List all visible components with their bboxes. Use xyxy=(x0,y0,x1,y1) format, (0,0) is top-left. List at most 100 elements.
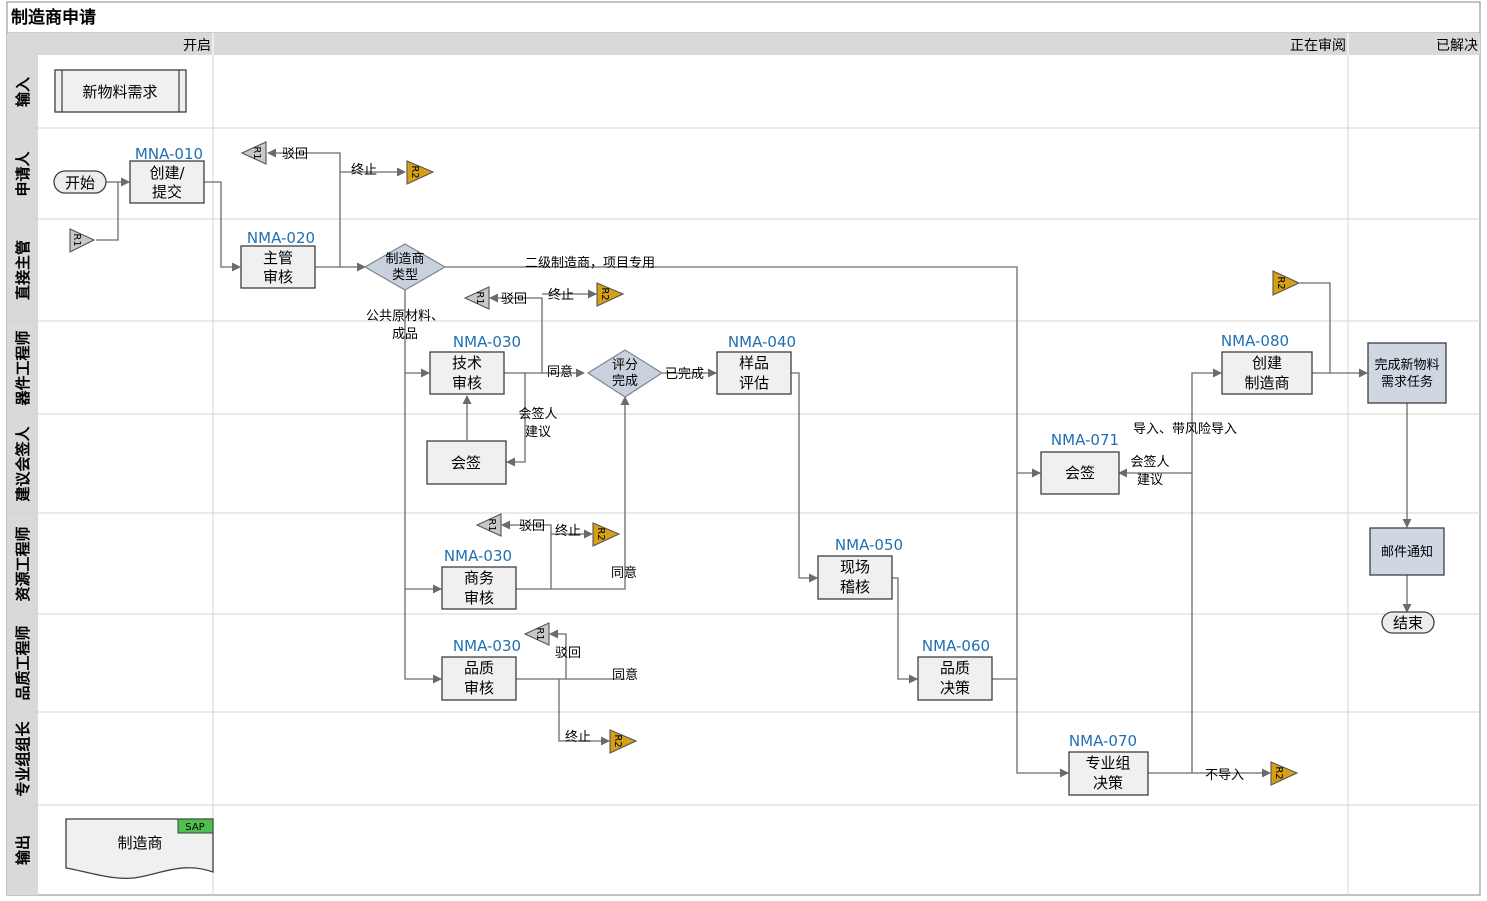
edges xyxy=(96,148,1412,778)
label-terminate-business: 终止 xyxy=(555,523,581,539)
ref-r1-start[interactable]: R1 xyxy=(69,228,96,253)
ref-r2-label: R2 xyxy=(409,165,420,178)
input-document-node[interactable]: 新物料需求 xyxy=(54,69,187,113)
task-nma050-line1: 现场 xyxy=(840,558,870,576)
label-public-line2: 成品 xyxy=(392,327,418,342)
task-nma050-code: NMA-050 xyxy=(835,536,903,554)
decision-manufacturer-type-line1: 制造商 xyxy=(385,252,424,267)
task-complete-line2: 需求任务 xyxy=(1381,374,1433,390)
ref-r1-tech-reject[interactable]: R1 xyxy=(463,286,490,310)
task-nma020-code: NMA-020 xyxy=(247,229,315,247)
ref-r1-label: R1 xyxy=(534,627,545,640)
edge-r1-to-mna010 xyxy=(96,182,119,241)
label-terminate-applicant: 终止 xyxy=(351,162,377,178)
edge-quality-reject xyxy=(549,629,567,679)
task-nma071-code: NMA-071 xyxy=(1051,431,1119,449)
phase-resolved: 已解决 xyxy=(1436,38,1478,54)
label-done: 已完成 xyxy=(665,367,704,382)
ref-r1-label: R1 xyxy=(474,291,485,304)
task-nma040-line2: 评估 xyxy=(739,374,769,392)
sap-badge-label: SAP xyxy=(185,822,204,833)
lane-label-countersigner: 建议会签人 xyxy=(14,426,32,502)
task-nma040[interactable]: NMA-040 样品 评估 xyxy=(716,333,796,395)
label-reject-tech: 驳回 xyxy=(501,292,527,307)
task-nma020[interactable]: NMA-020 主管 审核 xyxy=(240,229,316,289)
end-node[interactable]: 结束 xyxy=(1381,611,1435,634)
edge-nma050-to-nma060 xyxy=(892,577,918,684)
task-email-label: 邮件通知 xyxy=(1381,544,1433,560)
ref-r1-applicant-reject[interactable]: R1 xyxy=(240,141,267,165)
ref-r2-applicant-terminate[interactable]: R2 xyxy=(406,160,435,185)
diagram-title: 制造商申请 xyxy=(11,7,96,28)
task-nma030-quality[interactable]: NMA-030 品质 审核 xyxy=(441,637,521,701)
task-nma030-technical-code: NMA-030 xyxy=(453,333,521,351)
task-nma050[interactable]: NMA-050 现场 稽核 xyxy=(817,536,903,600)
ref-r1-label: R1 xyxy=(486,518,497,531)
edge-tech-reject xyxy=(489,293,543,373)
decision-manufacturer-type[interactable]: 制造商 类型 xyxy=(363,243,447,291)
lane-label-device-engineer: 器件工程师 xyxy=(14,330,32,406)
ref-r1-label: R1 xyxy=(251,146,262,159)
edge-mna010-to-nma020 xyxy=(204,181,241,272)
task-nma080[interactable]: NMA-080 创建 制造商 xyxy=(1221,332,1313,395)
lane-label-resource-engineer: 资源工程师 xyxy=(14,526,32,601)
label-countersign-071-line2: 建议 xyxy=(1137,473,1163,488)
ref-r2-label: R2 xyxy=(1273,766,1284,779)
task-countersign[interactable]: 会签 xyxy=(426,440,507,485)
task-complete-new-material[interactable]: 完成新物料 需求任务 xyxy=(1367,342,1447,404)
label-import: 导入、带风险导入 xyxy=(1133,422,1237,437)
decision-scoring-complete[interactable]: 评分 完成 xyxy=(586,349,664,398)
task-nma080-line2: 制造商 xyxy=(1244,374,1289,392)
label-second-tier: 二级制造商，项目专用 xyxy=(525,256,655,271)
edge-labels: 驳回 终止 二级制造商，项目专用 公共原材料、 成品 驳回 终止 同意 会签人 … xyxy=(282,147,1244,783)
output-document-label: 制造商 xyxy=(117,834,162,852)
output-document-node[interactable]: 制造商 SAP xyxy=(65,818,214,879)
task-nma071-label: 会签 xyxy=(1065,464,1095,482)
task-nma080-line1: 创建 xyxy=(1252,354,1282,372)
edge-import xyxy=(1191,368,1222,773)
task-nma030-business[interactable]: NMA-030 商务 审核 xyxy=(441,547,517,610)
edge-business-agree xyxy=(516,396,630,590)
sap-badge xyxy=(177,818,214,834)
ref-r2-business-terminate[interactable]: R2 xyxy=(592,522,621,547)
ref-r1-label: R1 xyxy=(71,233,82,246)
lane-header-column xyxy=(7,55,38,895)
ref-r2-complete[interactable]: R2 xyxy=(1272,270,1301,296)
task-nma070-line2: 决策 xyxy=(1093,774,1123,792)
task-mna010[interactable]: MNA-010 创建/ 提交 xyxy=(129,145,205,204)
ref-r2-tech-terminate[interactable]: R2 xyxy=(596,282,625,307)
task-nma030-technical-line2: 审核 xyxy=(452,374,482,392)
ref-r1-quality-reject[interactable]: R1 xyxy=(523,622,550,646)
lane-label-group-leader: 专业组组长 xyxy=(14,721,32,797)
task-mna010-line2: 提交 xyxy=(152,183,182,201)
task-nma040-code: NMA-040 xyxy=(728,333,796,351)
task-nma020-line1: 主管 xyxy=(263,249,293,267)
label-agree-quality: 同意 xyxy=(612,667,638,683)
decision-scoring-line2: 完成 xyxy=(612,374,638,389)
label-agree-tech: 同意 xyxy=(547,364,573,380)
task-nma071[interactable]: NMA-071 会签 xyxy=(1040,431,1120,495)
decision-manufacturer-type-line2: 类型 xyxy=(392,268,418,283)
task-nma070[interactable]: NMA-070 专业组 决策 xyxy=(1068,732,1149,796)
ref-r1-business-reject[interactable]: R1 xyxy=(475,513,502,537)
task-nma030-business-line1: 商务 xyxy=(464,569,494,587)
task-countersign-label: 会签 xyxy=(451,454,481,472)
task-nma020-line2: 审核 xyxy=(263,268,293,286)
task-nma060-line1: 品质 xyxy=(940,659,970,677)
ref-r2-no-import[interactable]: R2 xyxy=(1270,761,1299,786)
lane-label-direct-manager: 直接主管 xyxy=(14,240,32,300)
edge-nma020-reject xyxy=(267,148,341,267)
end-label: 结束 xyxy=(1393,614,1423,632)
label-reject-quality: 驳回 xyxy=(555,646,581,661)
ref-r2-quality-terminate[interactable]: R2 xyxy=(609,729,638,754)
task-nma060[interactable]: NMA-060 品质 决策 xyxy=(917,637,993,701)
task-nma030-technical-line1: 技术 xyxy=(452,354,482,372)
label-agree-business: 同意 xyxy=(611,565,637,581)
task-email-notification[interactable]: 邮件通知 xyxy=(1369,527,1445,576)
edge-tech-to-countersign xyxy=(506,373,526,467)
label-reject-applicant: 驳回 xyxy=(282,147,308,162)
start-node[interactable]: 开始 xyxy=(53,170,107,194)
task-nma030-technical[interactable]: NMA-030 技术 审核 xyxy=(429,333,521,395)
label-reject-business: 驳回 xyxy=(519,519,545,534)
